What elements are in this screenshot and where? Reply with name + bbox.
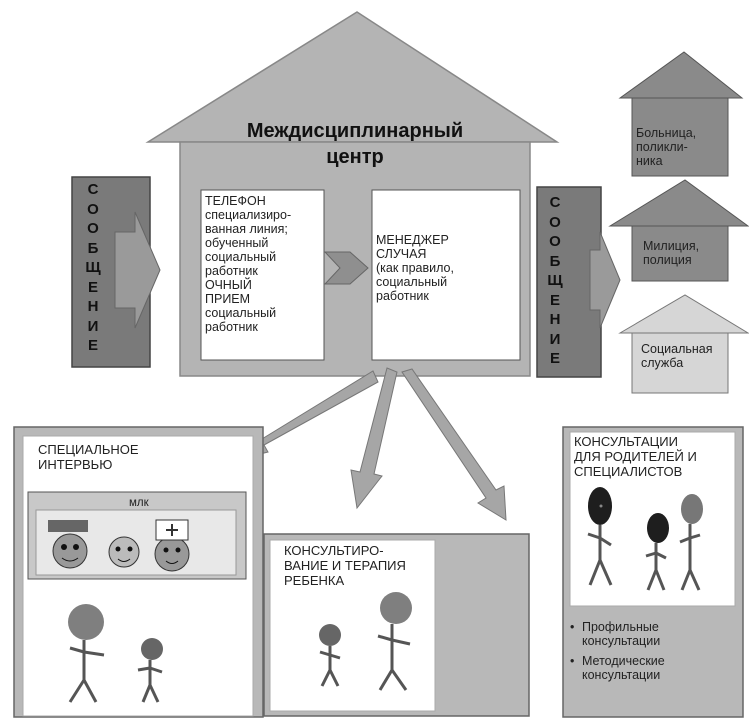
- agency-social-service: [618, 294, 749, 394]
- consult-figure-2-icon: [645, 513, 669, 591]
- agency-police: [608, 179, 749, 282]
- distribution-arrows: [234, 367, 507, 521]
- manager-box: [371, 189, 521, 361]
- consult-figure-3-icon: [679, 494, 703, 591]
- chevron-arrow: [323, 251, 369, 285]
- center-title: Междисциплинарный центр: [246, 120, 464, 168]
- adult-figure-icon: [68, 604, 105, 703]
- phone-box: [200, 189, 325, 361]
- consult-bullets: Профильные консультации Методические кон…: [570, 620, 735, 688]
- arrow-to-consult-bottom: [401, 368, 507, 521]
- right-message-label: С О О Б Щ Е Н И Е: [547, 194, 563, 367]
- therapy-adult-icon: [377, 592, 412, 691]
- interview-title: СПЕЦИАЛЬНОЕ ИНТЕРВЬЮ: [38, 442, 139, 472]
- police-face-icon: [48, 520, 88, 569]
- consult-bullet-methodical: Методические консультации: [570, 654, 735, 682]
- agency-police-label: Милиция, полиция: [643, 239, 700, 267]
- child-face-icon: [108, 536, 140, 568]
- agency-hospital: [618, 51, 744, 177]
- arrow-to-therapy: [350, 367, 398, 510]
- left-message-label: С О О Б Щ Е Н И Е: [85, 181, 101, 354]
- child-figure-icon: [137, 638, 163, 703]
- panel-therapy: [263, 533, 530, 717]
- consult-figure-1-icon: [587, 487, 613, 586]
- left-message-arrow: [71, 176, 161, 368]
- panel-interview: [13, 426, 264, 718]
- agency-hospital-label: Больница, поликли- ника: [636, 126, 697, 168]
- nurse-face-icon: [154, 519, 190, 572]
- therapy-child-icon: [319, 624, 341, 687]
- center-house: [145, 11, 560, 377]
- consult-title: КОНСУЛЬТАЦИИ ДЛЯ РОДИТЕЛЕЙ И СПЕЦИАЛИСТО…: [574, 434, 697, 479]
- agency-social-label: Социальная служба: [641, 342, 713, 370]
- phone-box-text: ТЕЛЕФОН специализиро- ванная линия; обуч…: [205, 194, 292, 334]
- therapy-title: КОНСУЛЬТИРО- ВАНИЕ И ТЕРАПИЯ РЕБЕНКА: [284, 543, 406, 588]
- consult-bullet-profile: Профильные консультации: [570, 620, 735, 648]
- interview-caption: млк: [129, 497, 149, 509]
- right-message-arrow: [536, 186, 621, 378]
- manager-box-text: МЕНЕДЖЕР СЛУЧАЯ (как правило, социальный…: [376, 233, 454, 303]
